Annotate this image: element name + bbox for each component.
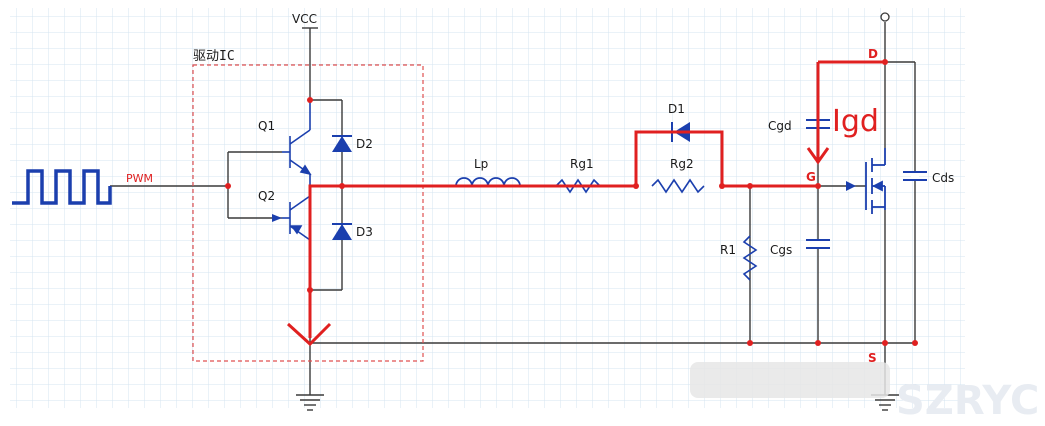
igd-arrow-down-icon bbox=[806, 147, 830, 165]
cgs-label: Cgs bbox=[770, 243, 792, 257]
pwm-waveform-icon bbox=[12, 169, 112, 205]
d3-diode-icon bbox=[332, 223, 352, 240]
rg1-resistor-icon bbox=[555, 178, 601, 194]
r1-label: R1 bbox=[720, 243, 736, 257]
ground-icon bbox=[296, 394, 324, 411]
cds-capacitor-icon bbox=[903, 171, 927, 181]
mosfet-icon bbox=[865, 148, 886, 214]
junction-dots bbox=[225, 59, 918, 346]
rg1-label: Rg1 bbox=[570, 157, 594, 171]
d1-label: D1 bbox=[668, 102, 685, 116]
cgd-label: Cgd bbox=[768, 119, 792, 133]
driver-ic-label: 驱动IC bbox=[193, 49, 235, 64]
q2-label: Q2 bbox=[258, 189, 275, 203]
q1-transistor-icon bbox=[282, 100, 312, 186]
blurred-region bbox=[690, 362, 890, 398]
drain-terminal-icon bbox=[880, 12, 890, 22]
pin-d-label: D bbox=[868, 47, 878, 61]
rg2-resistor-icon bbox=[651, 178, 705, 194]
grid-background bbox=[10, 8, 965, 408]
d3-label: D3 bbox=[356, 225, 373, 239]
q1-label: Q1 bbox=[258, 119, 275, 133]
d2-diode-icon bbox=[332, 135, 352, 152]
r1-resistor-icon bbox=[742, 235, 758, 281]
pwm-label: PWM bbox=[126, 172, 153, 185]
q2-base-arrow-icon bbox=[272, 214, 282, 222]
watermark-text: SZRYC bbox=[896, 378, 1039, 424]
pin-s-label: S bbox=[868, 351, 877, 365]
rg2-label: Rg2 bbox=[670, 157, 694, 171]
cds-label: Cds bbox=[932, 171, 954, 185]
d2-label: D2 bbox=[356, 137, 373, 151]
vcc-label: VCC bbox=[292, 12, 317, 26]
igd-label: Igd bbox=[832, 104, 879, 139]
gate-arrow-icon bbox=[846, 181, 856, 191]
driver-ic-box bbox=[192, 64, 424, 362]
cgs-capacitor-icon bbox=[806, 239, 830, 249]
lp-label: Lp bbox=[474, 157, 488, 171]
pin-g-label: G bbox=[806, 170, 816, 184]
current-arrow-down-icon bbox=[286, 322, 332, 347]
